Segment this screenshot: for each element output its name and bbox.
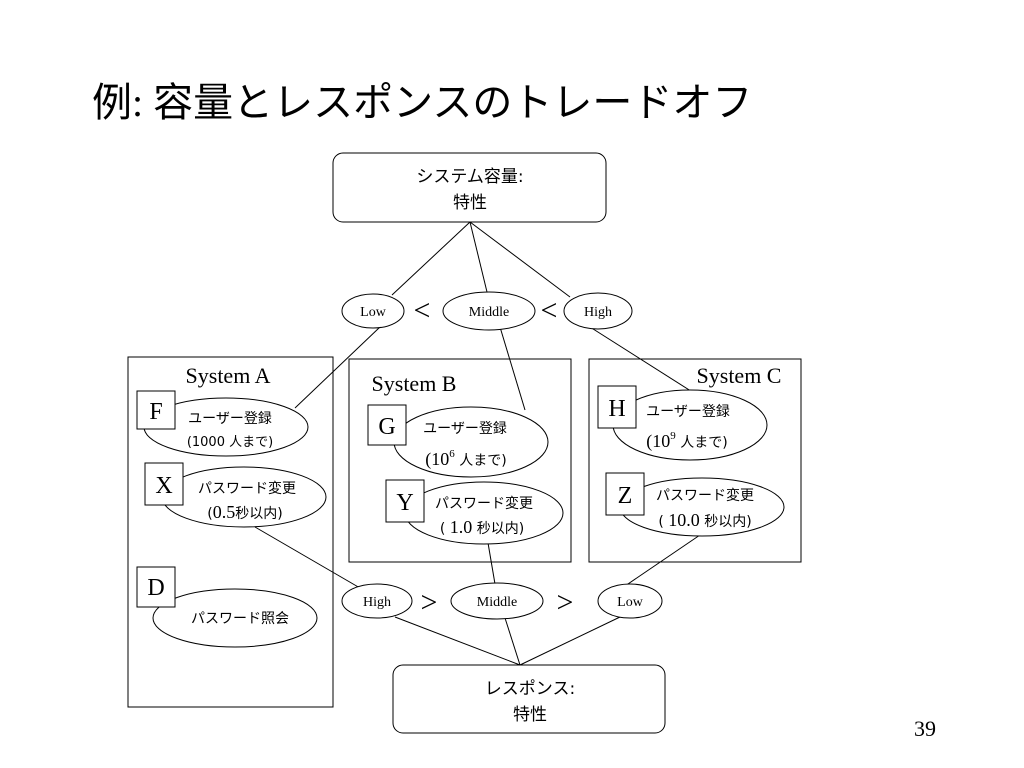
slide-title: 例: 容量とレスポンスのトレードオフ — [92, 70, 752, 128]
capacity-less-than-1: < — [414, 294, 431, 327]
response-level-low-label: Low — [617, 595, 644, 610]
system-a-label: System A — [186, 363, 271, 388]
node-h: ユーザー登録 (109 人まで) H — [597, 385, 768, 461]
line-z-low — [624, 534, 701, 587]
node-z-letter: Z — [618, 483, 633, 509]
response-level-middle-label: Middle — [477, 595, 517, 610]
response-sublabel: 特性 — [513, 705, 547, 725]
node-f-detail: (1000 人まで) — [187, 435, 273, 450]
capacity-less-than-2: < — [541, 294, 558, 327]
node-x-label: パスワード変更 — [198, 480, 296, 497]
line-capacity-high — [469, 221, 571, 298]
line-middle-g — [499, 326, 526, 411]
capacity-level-high-label: High — [584, 305, 612, 320]
slide-title-prefix: 例: — [92, 80, 154, 125]
node-f: ユーザー登録 (1000 人まで) F — [136, 390, 309, 457]
capacity-level-high: High — [563, 292, 633, 330]
line-y-middle — [486, 536, 496, 585]
capacity-characteristic-box: システム容量: 特性 — [332, 152, 607, 223]
response-level-low: Low — [597, 583, 663, 619]
system-a-box: System A — [127, 356, 334, 708]
capacity-level-low-label: Low — [360, 305, 387, 320]
node-z-label: パスワード変更 — [656, 487, 754, 504]
node-y-detail: ( 1.0 秒以内) — [440, 517, 524, 537]
node-x: パスワード変更 (0.5秒以内) X — [144, 462, 327, 528]
node-g-label: ユーザー登録 — [423, 421, 507, 437]
line-low-f — [294, 326, 381, 409]
node-g-detail: (106 人まで) — [425, 448, 506, 470]
response-level-middle: Middle — [450, 582, 544, 620]
node-g-letter: G — [378, 414, 395, 440]
response-characteristic-box: レスポンス: 特性 — [392, 664, 666, 734]
line-capacity-middle — [469, 221, 488, 293]
response-label: レスポンス: — [485, 679, 575, 699]
response-greater-than-1: > — [421, 586, 438, 619]
system-b-label: System B — [372, 371, 457, 396]
slide-title-main: 容量とレスポンスのトレードオフ — [153, 80, 753, 126]
node-d: パスワード照会 D — [136, 566, 318, 648]
line-high-h — [589, 326, 706, 401]
node-h-letter: H — [608, 396, 625, 422]
line-high-response — [394, 616, 521, 666]
line-low-response — [519, 616, 621, 666]
node-x-letter: X — [155, 473, 172, 499]
line-capacity-low — [391, 221, 471, 296]
line-x-high — [254, 526, 361, 589]
node-y-letter: Y — [396, 490, 413, 516]
system-c-label: System C — [697, 363, 782, 388]
node-z: パスワード変更 ( 10.0 秒以内) Z — [605, 472, 785, 537]
response-level-high: High — [341, 583, 413, 619]
system-b-box: System B — [348, 358, 572, 563]
node-x-detail: (0.5秒以内) — [207, 502, 282, 522]
node-f-letter: F — [149, 399, 162, 425]
node-z-detail: ( 10.0 秒以内) — [658, 510, 751, 530]
capacity-level-middle-label: Middle — [469, 305, 509, 320]
system-c-box: System C — [588, 358, 802, 563]
line-middle-response — [504, 617, 521, 666]
capacity-level-middle: Middle — [442, 291, 536, 331]
response-greater-than-2: > — [557, 586, 574, 619]
node-h-label: ユーザー登録 — [646, 404, 730, 420]
node-y: パスワード変更 ( 1.0 秒以内) Y — [385, 479, 564, 545]
page-number: 39 — [914, 716, 936, 741]
node-d-label: パスワード照会 — [191, 611, 289, 627]
capacity-label: システム容量: — [416, 167, 523, 187]
node-d-letter: D — [147, 575, 164, 601]
node-g: ユーザー登録 (106 人まで) G — [367, 404, 549, 478]
node-f-label: ユーザー登録 — [188, 411, 272, 427]
node-y-label: パスワード変更 — [435, 495, 533, 512]
capacity-sublabel: 特性 — [453, 193, 487, 213]
capacity-level-low: Low — [341, 293, 405, 329]
response-level-high-label: High — [363, 595, 391, 610]
node-h-detail: (109 人まで) — [646, 430, 727, 452]
